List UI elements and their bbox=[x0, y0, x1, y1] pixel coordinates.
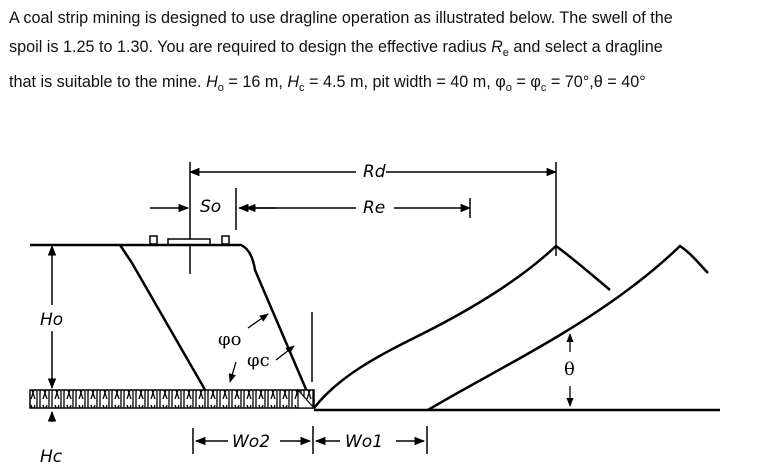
problem-line-2: spoil is 1.25 to 1.30. You are required … bbox=[9, 33, 769, 68]
problem-line-3-text-e: = 70°,θ = 40° bbox=[546, 73, 646, 92]
problem-line-2-text-a: spoil is 1.25 to 1.30. You are required … bbox=[9, 38, 492, 56]
hc-dimension: Hc bbox=[40, 410, 63, 467]
highwall-profile bbox=[30, 243, 316, 409]
problem-line-3-text-c: = 4.5 m, pit width = 40 m, φ bbox=[304, 73, 506, 92]
re-label: Re bbox=[363, 198, 385, 218]
spoil-pile-1 bbox=[313, 244, 611, 409]
ho-symbol: H bbox=[206, 73, 218, 92]
problem-line-2-text-b: and select a dragline bbox=[508, 38, 663, 56]
ho-dimension: Ho bbox=[36, 244, 70, 390]
coal-seam bbox=[29, 389, 315, 409]
wo1-label: Wo1 bbox=[345, 432, 383, 452]
phi-c-subscript: c bbox=[540, 82, 547, 95]
phi-c-label: φc bbox=[247, 350, 270, 371]
wo2-label: Wo2 bbox=[232, 432, 270, 452]
theta-angle: θ bbox=[564, 333, 575, 407]
hc-symbol: H bbox=[287, 73, 300, 92]
phi-c-angle: φc bbox=[228, 345, 295, 383]
re-dimension: Re bbox=[244, 194, 472, 218]
re-symbol: R bbox=[491, 38, 503, 56]
dragline-diagram: Rd Re So Ho Hc bbox=[29, 158, 720, 467]
re-subscript: e bbox=[502, 47, 509, 60]
so-label: So bbox=[200, 197, 221, 217]
rd-label: Rd bbox=[363, 162, 386, 182]
ho-label: Ho bbox=[40, 310, 63, 330]
problem-line-1-text: A coal strip mining is designed to use d… bbox=[9, 9, 673, 27]
phi-o-angle: φo bbox=[218, 313, 269, 350]
wo1-dimension: Wo1 bbox=[314, 426, 428, 454]
coal-seam-slope bbox=[297, 388, 316, 409]
problem-line-3-text-d: = φ bbox=[511, 73, 541, 92]
hc-subscript: c bbox=[299, 82, 305, 95]
problem-line-3: that is suitable to the mine. Ho = 16 m,… bbox=[9, 68, 769, 103]
hc-label: Hc bbox=[40, 447, 63, 467]
problem-line-3-text-a: that is suitable to the mine. bbox=[9, 73, 207, 92]
phi-o-label: φo bbox=[218, 329, 241, 350]
problem-statement: A coal strip mining is designed to use d… bbox=[9, 4, 769, 103]
cut-face-line bbox=[118, 244, 210, 396]
problem-line-1: A coal strip mining is designed to use d… bbox=[9, 4, 769, 33]
problem-line-3-text-b: = 16 m, bbox=[223, 73, 288, 92]
ho-subscript: o bbox=[217, 82, 224, 95]
phi-o-subscript: o bbox=[505, 82, 512, 95]
theta-label: θ bbox=[564, 359, 575, 380]
spoil-pile-2 bbox=[427, 244, 709, 412]
wo2-dimension: Wo2 bbox=[192, 426, 314, 454]
rd-dimension: Rd bbox=[188, 158, 558, 256]
so-dimension: So bbox=[150, 162, 276, 274]
